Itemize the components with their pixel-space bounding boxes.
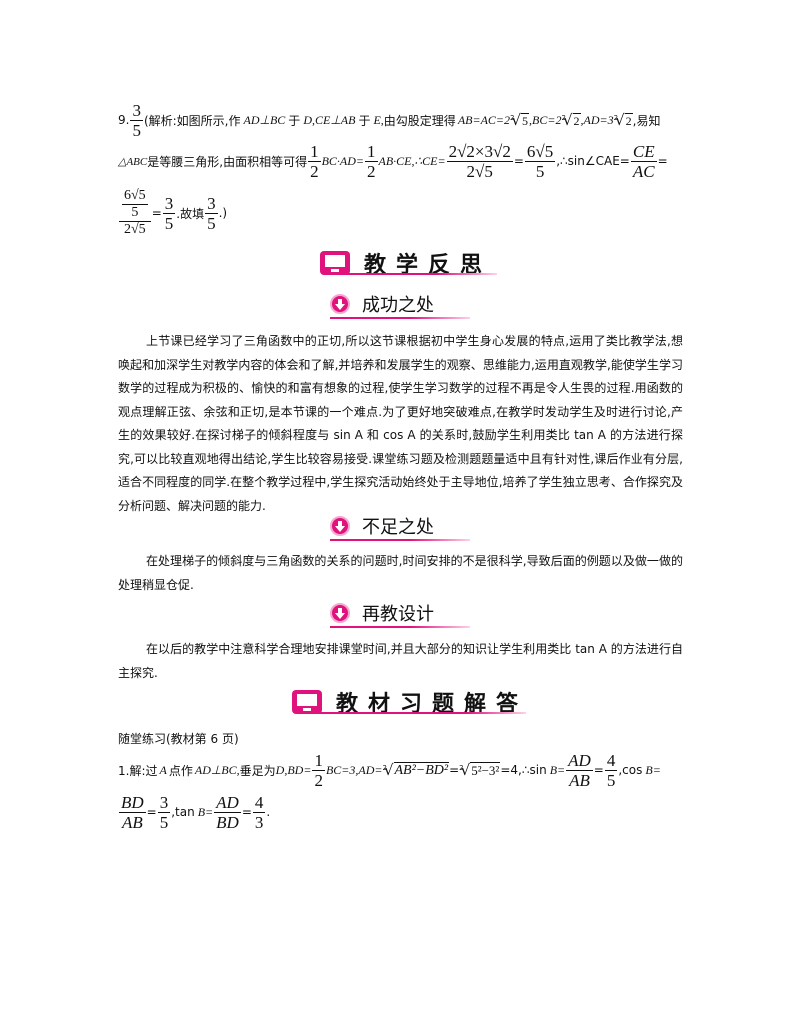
subsection-title: 不足之处 <box>362 517 434 538</box>
radical-root2: 2√2 <box>561 111 581 129</box>
section-underline <box>325 273 497 275</box>
subsection-shortcomings: 不足之处 <box>330 513 434 539</box>
radical-root2b: 2√2 <box>613 111 633 129</box>
monitor-icon <box>292 690 322 714</box>
subsection-underline <box>330 317 470 319</box>
monitor-icon <box>320 251 350 275</box>
down-arrow-icon <box>330 603 350 623</box>
subsection-underline <box>330 626 470 628</box>
down-arrow-icon <box>330 294 350 314</box>
subsection-underline <box>330 539 470 541</box>
radical-ab-bd: 2√AB²−BD² <box>382 761 450 779</box>
radical-root5: 2√5 <box>510 111 530 129</box>
problem-number: 9. <box>118 113 130 127</box>
paragraph-shortcomings: 在处理梯子的倾斜度与三角函数的关系的问题时,时间安排的不是很科学,导致后面的例题… <box>118 554 683 592</box>
paragraph-redesign: 在以后的教学中注意科学合理地安排课堂时间,并且大部分的知识让学生利用类比 tan… <box>118 642 683 680</box>
radical-5-3: 2√5²−3² <box>459 761 501 779</box>
practice-heading: 随堂练习(教材第 6 页) <box>118 732 239 746</box>
section-underline <box>298 712 526 714</box>
paragraph-success: 上节课已经学习了三角函数中的正切,所以这节课根据初中学生身心发展的特点,运用了类… <box>118 334 683 513</box>
subsection-success: 成功之处 <box>330 291 434 317</box>
down-arrow-icon <box>330 516 350 536</box>
subsection-redesign: 再教设计 <box>330 600 434 626</box>
subsection-title: 再教设计 <box>362 604 434 625</box>
subsection-title: 成功之处 <box>362 295 434 316</box>
